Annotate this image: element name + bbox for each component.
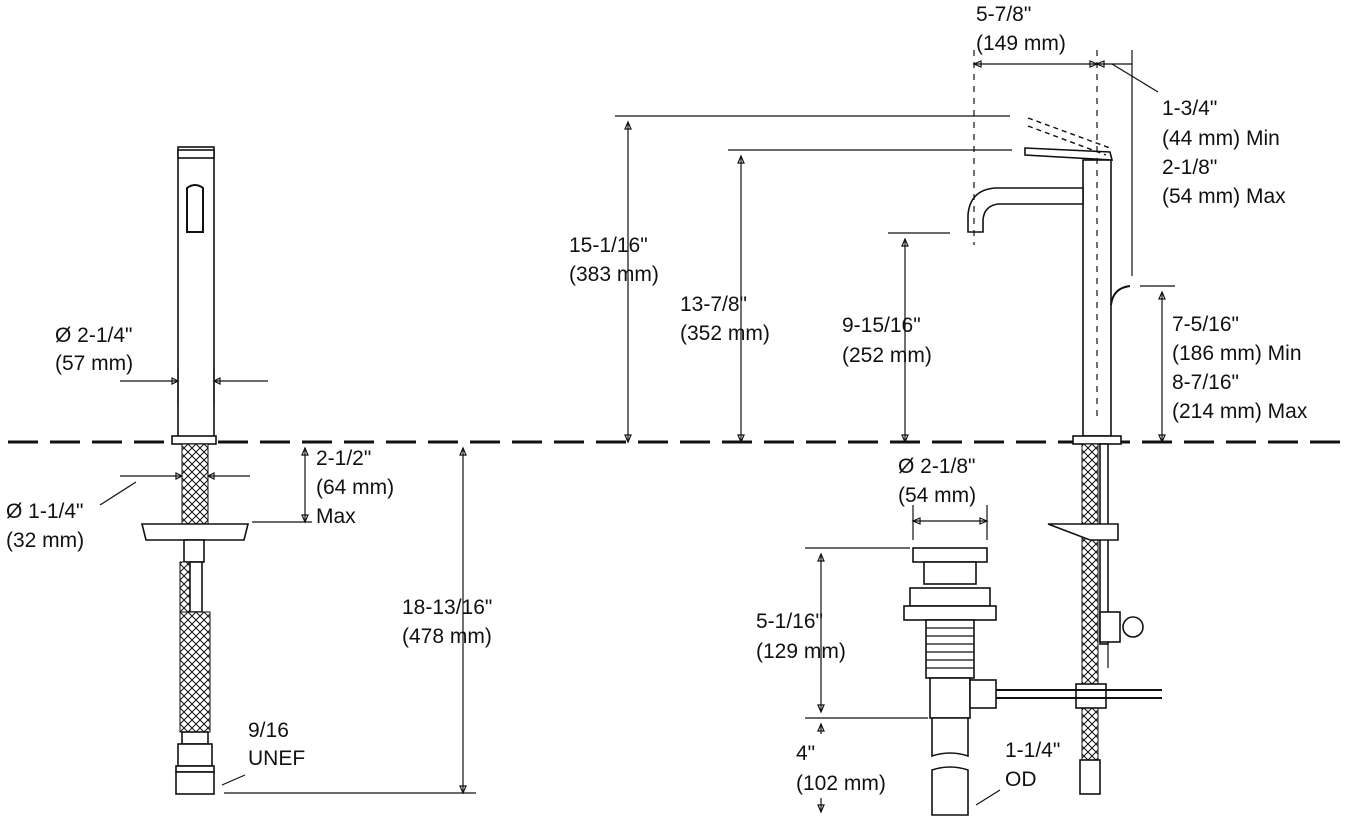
thread-type-label: UNEF — [248, 747, 305, 770]
shank-diameter-mm-label: (32 mm) — [6, 529, 84, 552]
spout-diameter-label: Ø 2-1/4" — [55, 324, 133, 347]
handle-height-label: 13-7/8" — [680, 293, 747, 316]
handle-clearance-max-mm-label: (54 mm) Max — [1162, 185, 1286, 208]
handle-clearance-max-label: 2-1/8" — [1162, 156, 1217, 179]
overall-height-label: 15-1/16" — [569, 234, 648, 257]
below-deck-length-mm-label: (478 mm) — [402, 625, 492, 648]
right-faucet-side-view — [903, 117, 1162, 816]
left-dimension-lines — [99, 367, 476, 795]
thread-size-label: 9/16 — [248, 719, 289, 742]
spout-diameter-mm-label: (57 mm) — [55, 352, 133, 375]
shank-diameter-label: Ø 1-1/4" — [6, 500, 84, 523]
drain-body-length-label: 5-1/16" — [756, 610, 823, 633]
tailpiece-length-label: 4" — [796, 742, 815, 765]
tailpiece-od-label: 1-1/4" — [1005, 739, 1060, 762]
spout-reach-label: 5-7/8" — [976, 3, 1031, 26]
deck-thickness-label: 2-1/2" — [316, 447, 371, 470]
tailpiece-length-mm-label: (102 mm) — [796, 772, 886, 795]
lift-rod-height-min-mm-label: (186 mm) Min — [1172, 342, 1302, 365]
spout-outlet-height-mm-label: (252 mm) — [842, 344, 932, 367]
drain-diameter-mm-label: (54 mm) — [898, 484, 976, 507]
deck-thickness-note: Max — [316, 505, 356, 528]
lift-rod-height-min-label: 7-5/16" — [1172, 313, 1239, 336]
overall-height-mm-label: (383 mm) — [569, 263, 659, 286]
spout-outlet-height-label: 9-15/16" — [842, 314, 921, 337]
handle-clearance-label: 1-3/4" — [1162, 97, 1217, 120]
deck-thickness-mm-label: (64 mm) — [316, 476, 394, 499]
left-faucet-side-view — [140, 146, 250, 795]
below-deck-length-label: 18-13/16" — [402, 596, 492, 619]
tailpiece-od-suffix: OD — [1005, 768, 1037, 791]
lift-rod-height-max-mm-label: (214 mm) Max — [1172, 400, 1308, 423]
handle-height-mm-label: (352 mm) — [680, 322, 770, 345]
handle-clearance-min-label: (44 mm) Min — [1162, 127, 1280, 150]
drain-body-length-mm-label: (129 mm) — [756, 640, 846, 663]
drain-diameter-label: Ø 2-1/8" — [898, 455, 976, 478]
right-dimension-lines — [615, 50, 1175, 814]
lift-rod-height-max-label: 8-7/16" — [1172, 371, 1239, 394]
spout-reach-mm-label: (149 mm) — [976, 32, 1066, 55]
